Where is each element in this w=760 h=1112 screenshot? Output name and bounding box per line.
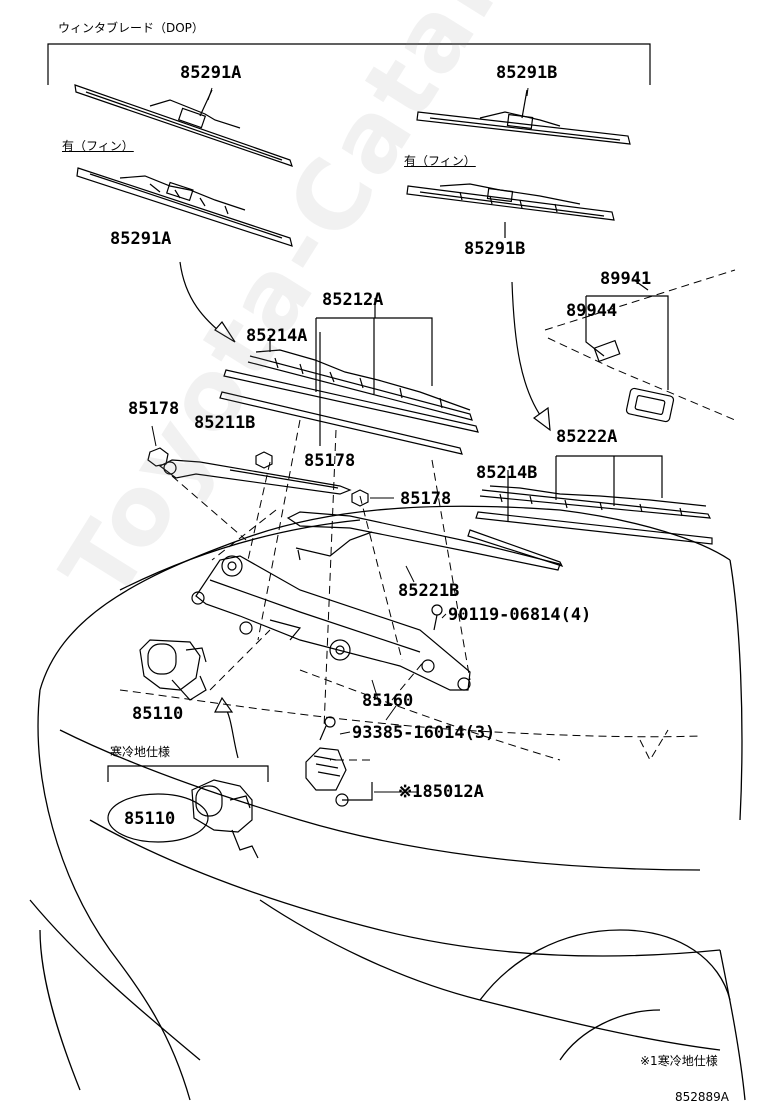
blade-85291a-fin [76,167,293,247]
blade-85291b-top [416,89,631,145]
part-label-85110-main[interactable]: 85110 [132,704,184,724]
nut-85178-left [147,447,169,467]
bolt-90119 [431,604,443,631]
part-label-90119[interactable]: 90119-06814(4) [448,605,592,625]
footnote: ※1寒冷地仕様 [640,1054,718,1068]
part-label-85291a-fin[interactable]: 85291A [110,229,172,249]
part-label-85178-right[interactable]: 85178 [400,489,452,509]
part-label-85160[interactable]: 85160 [362,691,414,711]
part-label-93385[interactable]: 93385-16014(3) [352,723,496,743]
part-label-85178-left[interactable]: 85178 [128,399,180,419]
part-label-85110-cold[interactable]: 85110 [124,809,176,829]
part-label-85221b[interactable]: 85221B [398,581,460,601]
part-label-89944[interactable]: 89944 [566,301,618,321]
nut-85178-right [351,489,369,507]
cold-spec-circle [107,793,209,843]
car-body-outline [29,505,746,1101]
top-label-dop: ウィンタブレード（DOP） [58,21,204,35]
part-label-85012a[interactable]: ※185012A [398,782,484,802]
fin-label-left: 有（フィン） [62,139,134,153]
part-label-85291a-top[interactable]: 85291A [180,63,242,83]
cold-spec-label: 寒冷地仕様 [110,745,171,759]
bolt-93385 [319,716,336,741]
part-label-85211b[interactable]: 85211B [194,413,256,433]
arrow-motor [223,704,239,759]
blade-85291a-top [74,84,293,167]
nut-85178-mid [255,451,273,469]
bracket-89941 [585,295,669,390]
part-89944 [593,339,621,363]
dop-bracket [47,43,651,85]
blade-assembly-left [219,332,479,455]
blade-85291b-fin [406,183,615,238]
arrow-left-curve [179,261,226,337]
blade-assembly-right [467,485,713,568]
cold-spec-bracket [107,765,269,782]
bracket-85222a [555,455,663,506]
wiper-arm-85221b [286,511,561,571]
connector-85012a [305,747,373,807]
fin-label-right: 有（フィン） [404,154,476,168]
wiper-motor-85110-cold [191,779,259,859]
bracket-85212a [315,317,433,394]
part-label-89941[interactable]: 89941 [600,269,652,289]
part-label-85222a[interactable]: 85222A [556,427,618,447]
wiper-arm-85211b [158,459,352,495]
part-label-85214a[interactable]: 85214A [246,326,308,346]
part-89941 [625,387,675,423]
part-label-85291b-fin[interactable]: 85291B [464,239,526,259]
arrow-right-curve [511,281,546,423]
wiper-motor-85110-main [139,639,207,701]
wiper-linkage-85160 [191,555,471,691]
part-label-85212a[interactable]: 85212A [322,290,384,310]
part-label-85178-mid[interactable]: 85178 [304,451,356,471]
part-label-85214b[interactable]: 85214B [476,463,538,483]
part-label-85291b-top[interactable]: 85291B [496,63,558,83]
diagram-code: 852889A [675,1090,730,1104]
